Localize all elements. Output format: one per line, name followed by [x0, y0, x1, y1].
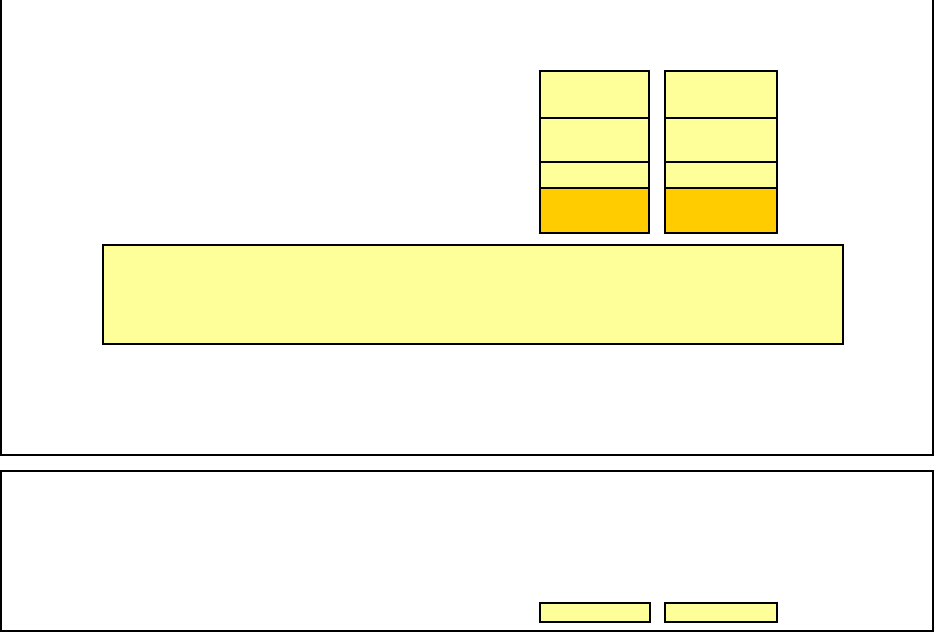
wide-yellow-box[interactable]: [102, 244, 844, 345]
stack-right-segment-2[interactable]: [664, 117, 778, 163]
stack-right-segment-3[interactable]: [664, 161, 778, 189]
stack-left-segment-1[interactable]: [539, 70, 650, 119]
top-panel: [0, 0, 934, 456]
bottom-panel: [0, 470, 934, 632]
stack-left-segment-4[interactable]: [539, 187, 650, 234]
stacked-box-column-right[interactable]: [664, 70, 778, 234]
small-yellow-box-left[interactable]: [539, 602, 651, 623]
stack-right-segment-4[interactable]: [664, 187, 778, 234]
stack-left-segment-2[interactable]: [539, 117, 650, 163]
stack-left-segment-3[interactable]: [539, 161, 650, 189]
stack-right-segment-1[interactable]: [664, 70, 778, 119]
small-yellow-box-right[interactable]: [664, 602, 778, 623]
stacked-box-column-left[interactable]: [539, 70, 650, 234]
